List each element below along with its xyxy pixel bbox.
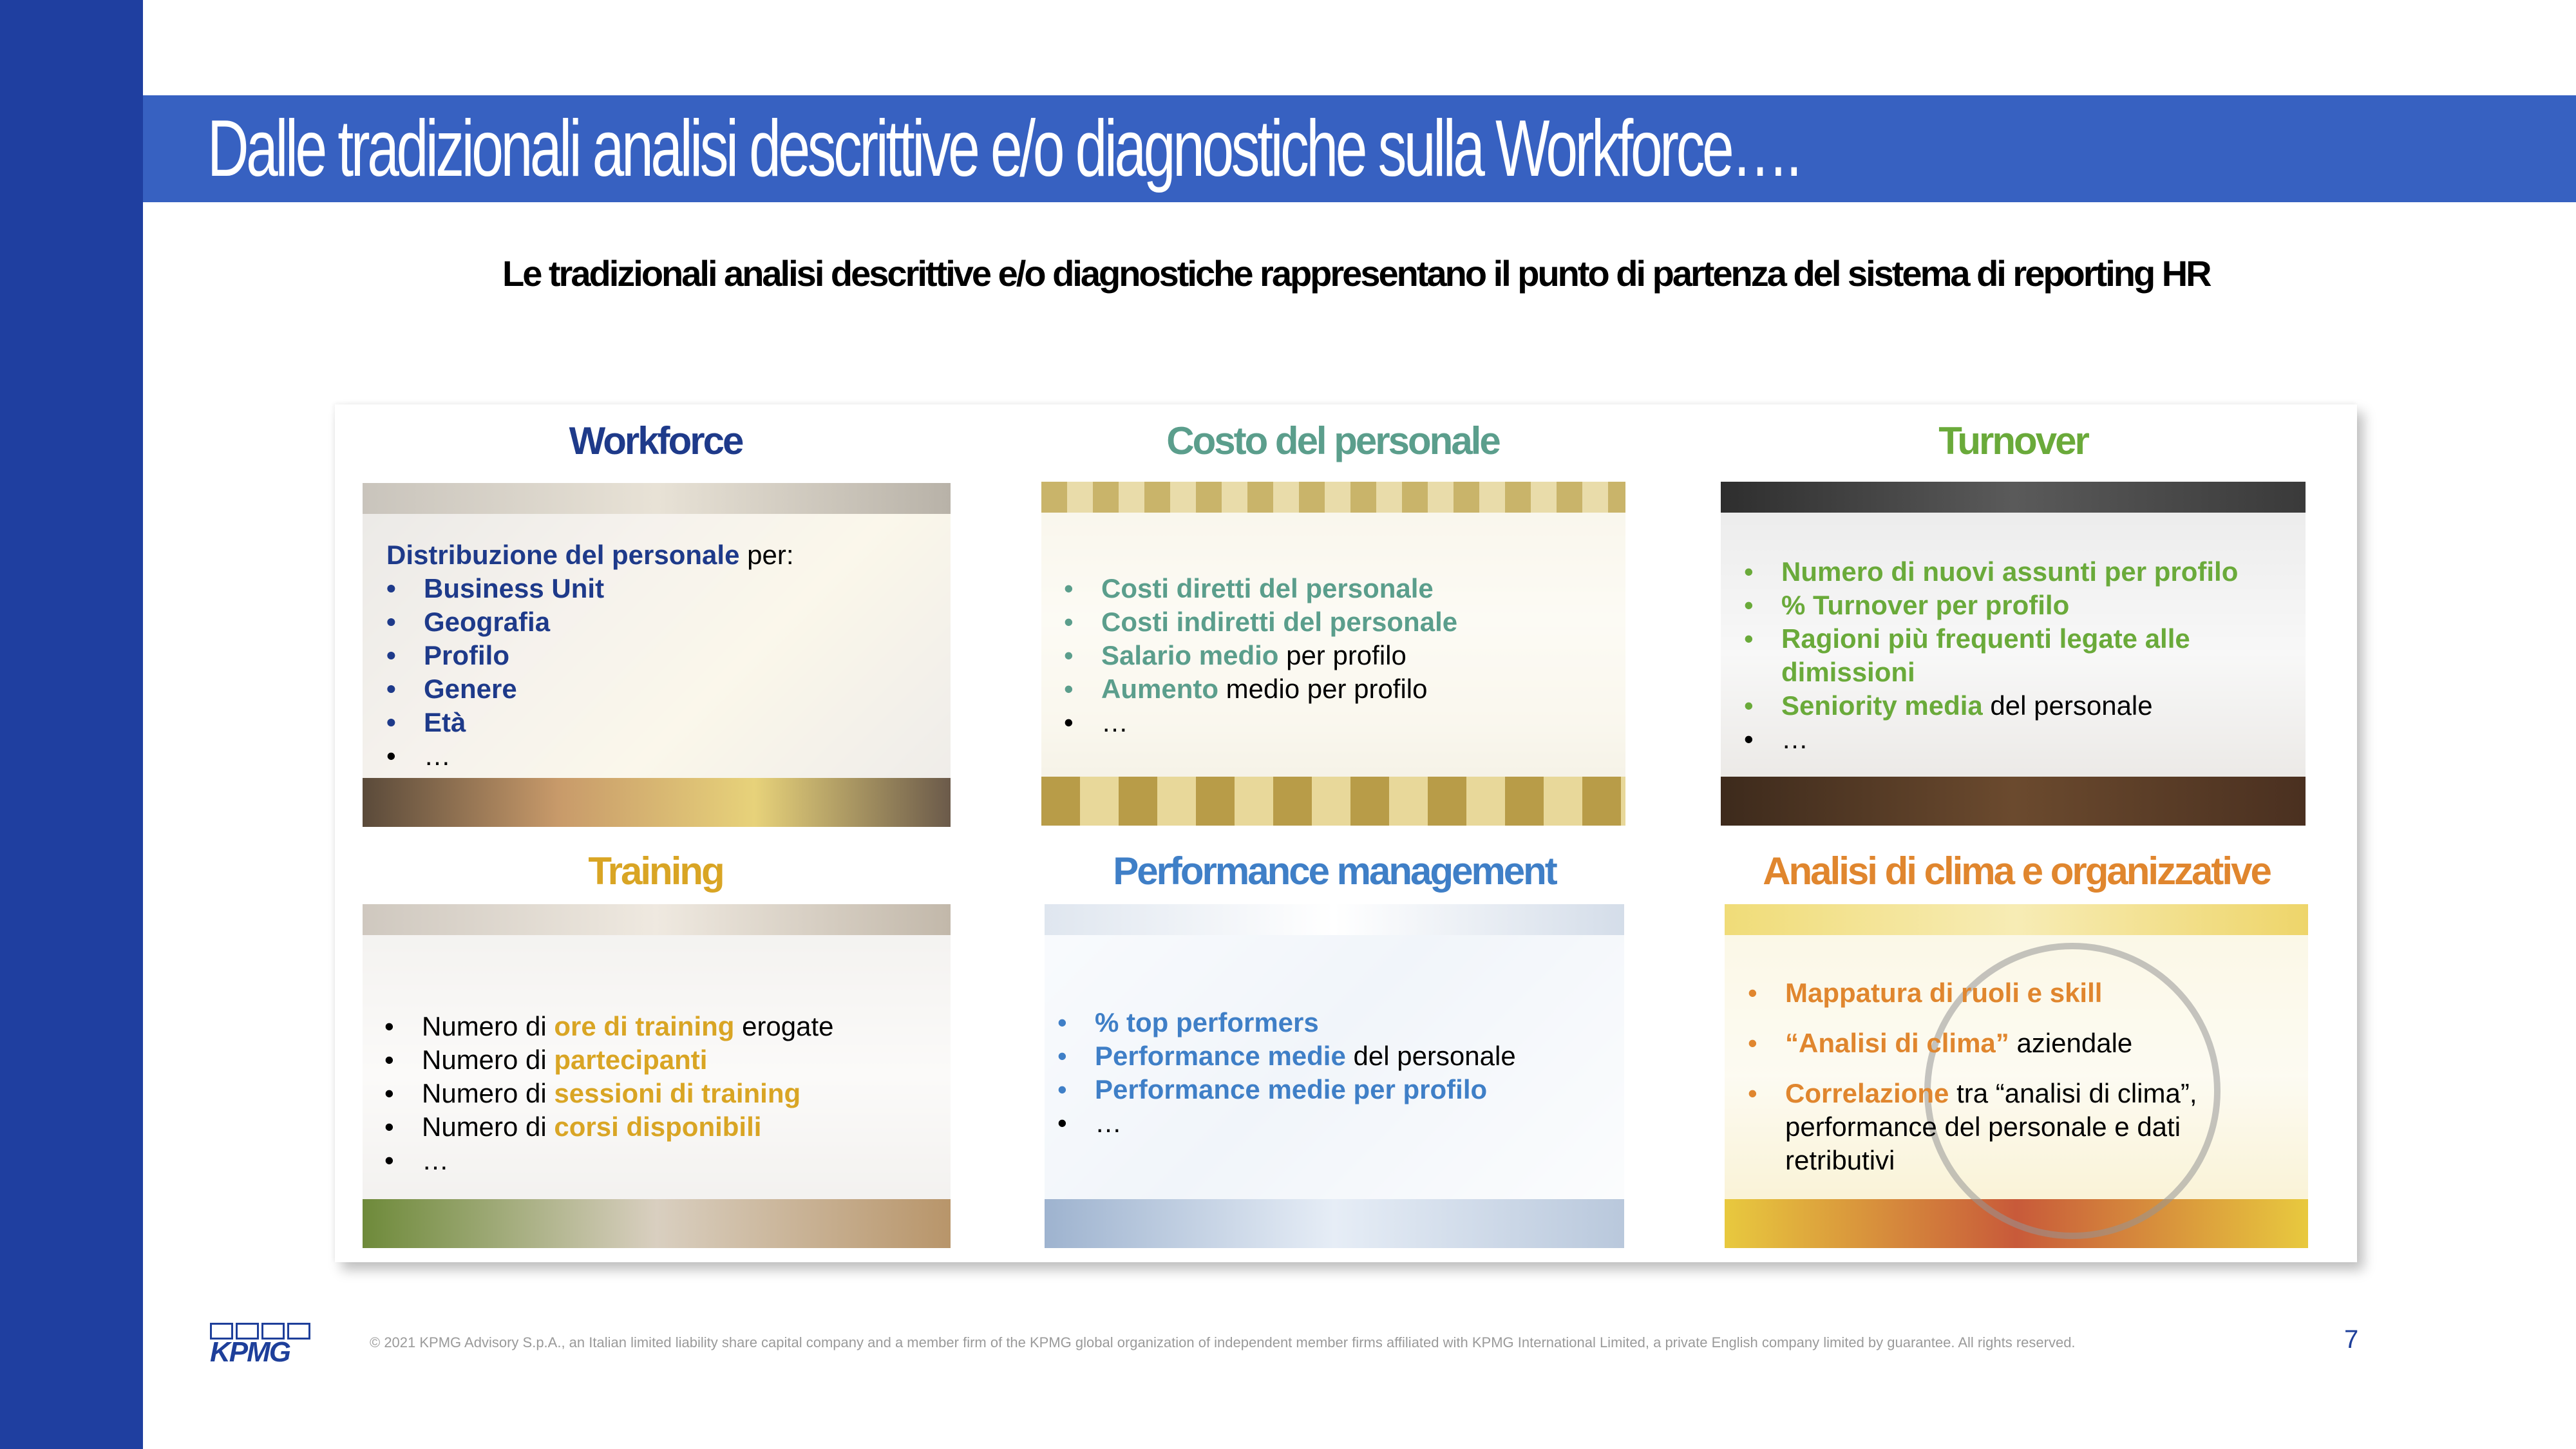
title-bar: Dalle tradizionali analisi descrittive e… xyxy=(143,95,2576,202)
list-item: % top performers xyxy=(1057,1006,1516,1039)
list-item: Genere xyxy=(386,672,604,706)
list-item: Numero di partecipanti xyxy=(384,1043,834,1077)
kpmg-logo-text: KPMG xyxy=(210,1336,291,1368)
list-item: Correlazione tra “analisi di clima”, per… xyxy=(1748,1077,2210,1177)
costo-list: Costi diretti del personale Costi indire… xyxy=(1064,572,1457,739)
slide-title: Dalle tradizionali analisi descrittive e… xyxy=(207,104,1802,193)
list-item: Performance medie per profilo xyxy=(1057,1073,1516,1106)
list-item: Numero di nuovi assunti per profilo xyxy=(1744,555,2285,589)
list-item: … xyxy=(384,1144,834,1177)
list-item: Numero di corsi disponibili xyxy=(384,1110,834,1144)
clima-list: Mappatura di ruoli e skill “Analisi di c… xyxy=(1748,976,2276,1177)
performance-title: Performance management xyxy=(1113,849,1558,893)
performance-list: % top performers Performance medie del p… xyxy=(1057,1006,1516,1140)
list-item: … xyxy=(1064,706,1457,739)
training-list: Numero di ore di training erogate Numero… xyxy=(384,1010,834,1177)
turnover-list: Numero di nuovi assunti per profilo % Tu… xyxy=(1744,555,2285,756)
list-item: “Analisi di clima” aziendale xyxy=(1748,1027,2276,1060)
workforce-title: Workforce xyxy=(569,419,744,462)
workforce-intro: Distribuzione del personale per: xyxy=(386,538,794,572)
turnover-title: Turnover xyxy=(1938,419,2090,462)
list-item: Profilo xyxy=(386,639,604,672)
list-item: Geografia xyxy=(386,605,604,639)
workforce-intro-rest: per: xyxy=(739,540,794,570)
list-item: Performance medie del personale xyxy=(1057,1039,1516,1073)
kpmg-logo-boxes xyxy=(210,1323,310,1340)
list-item: … xyxy=(386,739,604,773)
list-item: … xyxy=(1057,1106,1516,1140)
left-sidebar-band xyxy=(0,0,143,1449)
costo-title: Costo del personale xyxy=(1166,419,1501,462)
slide-subtitle: Le tradizionali analisi descrittive e/o … xyxy=(502,253,2212,294)
training-title: Training xyxy=(588,849,724,893)
kpmg-logo: KPMG xyxy=(210,1323,310,1367)
list-item: Numero di ore di training erogate xyxy=(384,1010,834,1043)
list-item: Ragioni più frequenti legate alle dimiss… xyxy=(1744,622,2206,689)
copyright-text: © 2021 KPMG Advisory S.p.A., an Italian … xyxy=(370,1334,2076,1350)
list-item: Costi indiretti del personale xyxy=(1064,605,1457,639)
workforce-intro-bold: Distribuzione del personale xyxy=(386,540,740,570)
clima-title: Analisi di clima e organizzative xyxy=(1763,849,2272,893)
list-item: Numero di sessioni di training xyxy=(384,1077,834,1110)
page-number: 7 xyxy=(2344,1325,2359,1354)
list-item: Costi diretti del personale xyxy=(1064,572,1457,605)
list-item: Salario medio per profilo xyxy=(1064,639,1457,672)
list-item: Mappatura di ruoli e skill xyxy=(1748,976,2276,1010)
workforce-list: Business Unit Geografia Profilo Genere E… xyxy=(386,572,604,773)
list-item: … xyxy=(1744,723,2285,756)
list-item: Business Unit xyxy=(386,572,604,605)
list-item: Seniority media del personale xyxy=(1744,689,2285,723)
list-item: Età xyxy=(386,706,604,739)
list-item: % Turnover per profilo xyxy=(1744,589,2285,622)
list-item: Aumento medio per profilo xyxy=(1064,672,1457,706)
